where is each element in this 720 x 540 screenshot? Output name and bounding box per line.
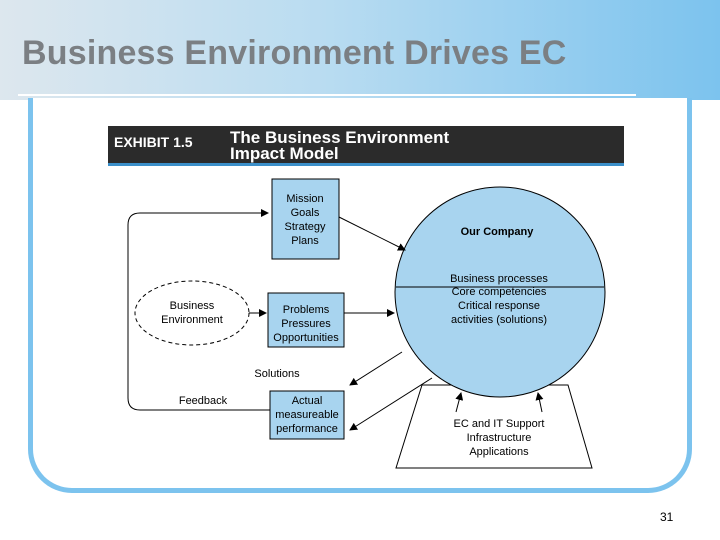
circle-title: Our Company (461, 226, 535, 238)
company-circle (394, 186, 606, 398)
support-line: Infrastructure (467, 432, 532, 444)
solutions-arrow (349, 351, 403, 386)
environment-line: Environment (161, 314, 223, 326)
company-to-performance-arrow (349, 377, 433, 431)
problems-line: Problems (283, 304, 330, 316)
exhibit-header: EXHIBIT 1.5 The Business Environment Imp… (108, 126, 624, 166)
slide-title: Business Environment Drives EC (22, 34, 567, 72)
environment-ellipse (134, 280, 250, 346)
solutions-label: Solutions (254, 368, 300, 380)
problems-line: Pressures (281, 318, 331, 330)
mission-line: Strategy (285, 221, 326, 233)
exhibit-title: The Business Environment Impact Model (230, 128, 590, 163)
support-arrow-left (455, 392, 464, 413)
page-number: 31 (660, 510, 674, 524)
exhibit-title-line2: Impact Model (230, 144, 339, 163)
mission-line: Plans (291, 235, 319, 247)
performance-line: Actual (292, 395, 323, 407)
title-band (0, 0, 720, 100)
mission-line: Goals (291, 207, 320, 219)
exhibit-accent (108, 163, 624, 166)
title-underline (18, 94, 636, 96)
exhibit-label: EXHIBIT 1.5 (114, 134, 193, 150)
mission-line: Mission (286, 193, 323, 205)
support-line: EC and IT Support (454, 418, 545, 430)
feedback-loop-arrow (127, 209, 270, 411)
support-line: Applications (469, 446, 529, 458)
problems-line: Opportunities (273, 332, 339, 344)
mission-box (271, 178, 340, 260)
circle-line: Critical response (458, 300, 540, 312)
performance-box (269, 390, 345, 440)
circle-line: Business processes (450, 273, 548, 285)
performance-line: measureable (275, 409, 339, 421)
problems-box (267, 292, 345, 348)
feedback-label: Feedback (179, 395, 228, 407)
circle-line: activities (solutions) (451, 314, 547, 326)
support-arrow-right (535, 392, 544, 413)
performance-line: performance (276, 423, 338, 435)
environment-line: Business (170, 300, 215, 312)
mission-to-company-arrow (338, 216, 406, 251)
circle-line: Core competencies (452, 286, 547, 298)
exhibit-title-line1: The Business Environment (230, 128, 450, 147)
